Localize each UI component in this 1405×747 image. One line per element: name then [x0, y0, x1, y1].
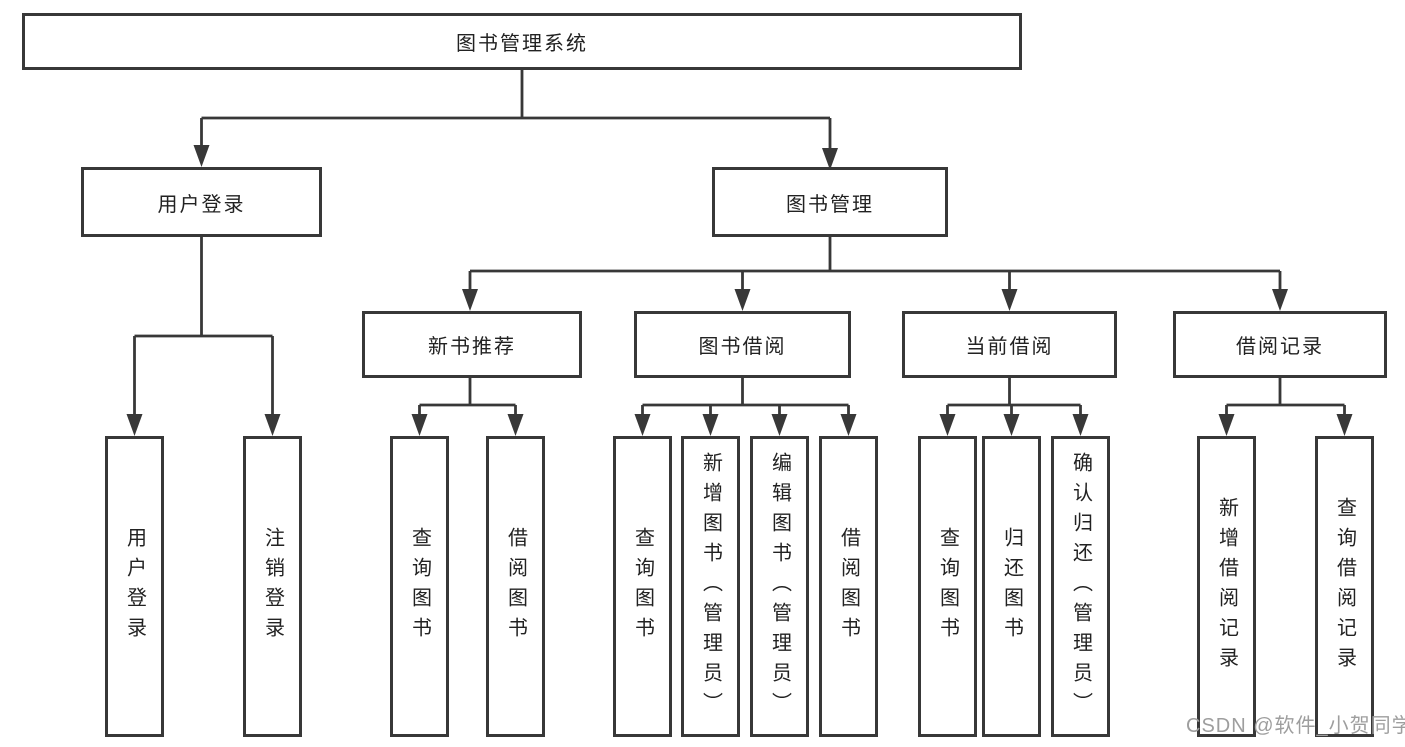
leaf-label: 编辑图书（管理员）	[768, 451, 791, 722]
leaf-borrow-books-borrowing: 借阅图书	[819, 436, 878, 737]
leaf-label: 新增图书（管理员）	[699, 451, 722, 722]
leaf-query-books-current: 查询图书	[918, 436, 977, 737]
node-new-book-recommendation: 新书推荐	[362, 311, 582, 378]
leaf-label: 用户登录	[123, 526, 146, 647]
leaf-label: 注销登录	[261, 526, 284, 647]
node-label: 当前借阅	[965, 336, 1054, 358]
node-library-management-system: 图书管理系统	[22, 13, 1022, 70]
leaf-query-borrow-record: 查询借阅记录	[1315, 436, 1374, 737]
leaf-confirm-return-admin: 确认归还（管理员）	[1051, 436, 1110, 737]
arrowheads	[126, 145, 1353, 436]
leaf-label: 借阅图书	[837, 526, 860, 647]
node-book-management: 图书管理	[712, 167, 948, 237]
leaf-label: 查询借阅记录	[1333, 496, 1356, 677]
leaf-query-books-recommend: 查询图书	[390, 436, 449, 737]
leaf-label: 确认归还（管理员）	[1069, 451, 1092, 722]
node-label: 新书推荐	[428, 336, 516, 358]
leaf-label: 查询图书	[936, 526, 959, 647]
node-label: 借阅记录	[1236, 336, 1324, 358]
node-user-login: 用户登录	[81, 167, 322, 237]
leaf-logout: 注销登录	[243, 436, 302, 737]
connector-stroke-paths	[133, 70, 1346, 416]
leaf-add-borrow-record: 新增借阅记录	[1197, 436, 1256, 737]
leaf-label: 借阅图书	[504, 526, 527, 647]
node-label: 用户登录	[157, 193, 246, 216]
leaf-borrow-books-recommend: 借阅图书	[486, 436, 545, 737]
leaf-edit-books-admin: 编辑图书（管理员）	[750, 436, 809, 737]
leaf-label: 新增借阅记录	[1215, 496, 1238, 677]
node-current-borrowing: 当前借阅	[902, 311, 1117, 378]
node-borrowing-records: 借阅记录	[1173, 311, 1387, 378]
csdn-watermark: CSDN @软件_小贺同学	[1186, 715, 1405, 737]
leaf-return-books: 归还图书	[982, 436, 1041, 737]
leaf-add-books-admin: 新增图书（管理员）	[681, 436, 740, 737]
leaf-label: 归还图书	[1000, 526, 1023, 647]
leaf-label: 查询图书	[631, 526, 654, 647]
leaf-query-books-borrowing: 查询图书	[613, 436, 672, 737]
leaf-user-login: 用户登录	[105, 436, 164, 737]
node-label: 图书管理系统	[456, 33, 588, 55]
node-label: 图书借阅	[698, 336, 787, 358]
leaf-label: 查询图书	[408, 526, 431, 647]
node-book-borrowing: 图书借阅	[634, 311, 851, 378]
node-label: 图书管理	[786, 193, 874, 216]
